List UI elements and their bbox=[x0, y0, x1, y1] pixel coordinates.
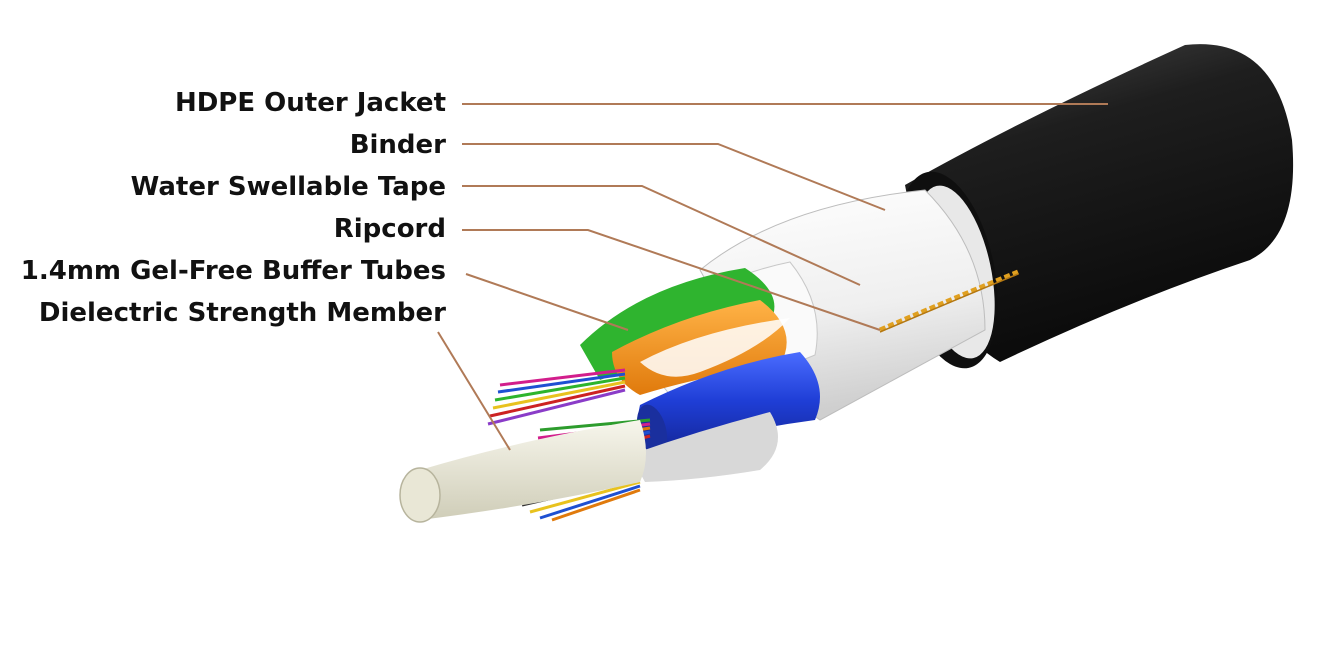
label-buffer-tubes: 1.4mm Gel-Free Buffer Tubes bbox=[21, 256, 446, 286]
strength-member-icon bbox=[399, 420, 646, 523]
layer-labels: HDPE Outer Jacket Binder Water Swellable… bbox=[21, 88, 446, 328]
leader-binder bbox=[462, 143, 886, 211]
leader-member bbox=[437, 331, 511, 451]
label-ripcord: Ripcord bbox=[334, 214, 446, 244]
label-binder: Binder bbox=[350, 130, 446, 160]
ripcord-icon bbox=[879, 269, 1019, 333]
cable-illustration bbox=[399, 44, 1294, 523]
label-dielectric-strength-member: Dielectric Strength Member bbox=[39, 298, 446, 328]
label-water-swellable-tape: Water Swellable Tape bbox=[131, 172, 446, 202]
leader-ripcord bbox=[462, 229, 881, 331]
buffer-tube-icon bbox=[580, 268, 820, 482]
leader-tape bbox=[462, 185, 861, 286]
label-hdpe-outer-jacket: HDPE Outer Jacket bbox=[175, 88, 446, 118]
leader-tubes bbox=[465, 273, 629, 331]
leader-lines bbox=[437, 103, 1108, 451]
